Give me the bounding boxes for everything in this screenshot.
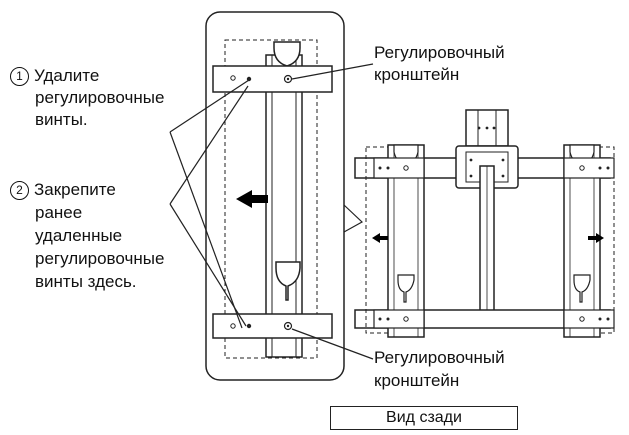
step2-line5: винты здесь. <box>35 272 137 291</box>
step2-label: 2 Закрепите <box>10 180 116 200</box>
left-arrow-icon <box>236 190 268 208</box>
rear-view-caption: Вид сзади <box>330 406 518 430</box>
leader-lines <box>169 63 374 360</box>
bracket-top-line2: кронштейн <box>374 65 460 84</box>
step2-line3: удаленные <box>35 226 123 245</box>
closeup-bracket <box>212 39 333 359</box>
step1-line2: регулировочные <box>35 88 165 107</box>
step2-line1: Закрепите <box>34 180 116 199</box>
rear-view-drawing <box>354 109 615 338</box>
step1-label: 1 Удалите <box>10 66 99 86</box>
bracket-bottom-line1: Регулировочный <box>374 348 505 367</box>
bracket-bottom-line2: кронштейн <box>374 371 460 390</box>
step2-line2: ранее <box>35 203 83 222</box>
rear-left-arrow-icon <box>372 233 388 243</box>
step1-line3: винты. <box>35 110 88 129</box>
step2-line4: регулировочные <box>35 249 165 268</box>
bracket-top-line1: Регулировочный <box>374 43 505 62</box>
step1-number: 1 <box>10 67 29 86</box>
rear-right-arrow-icon <box>588 233 604 243</box>
step2-number: 2 <box>10 181 29 200</box>
step1-line1: Удалите <box>34 66 100 85</box>
